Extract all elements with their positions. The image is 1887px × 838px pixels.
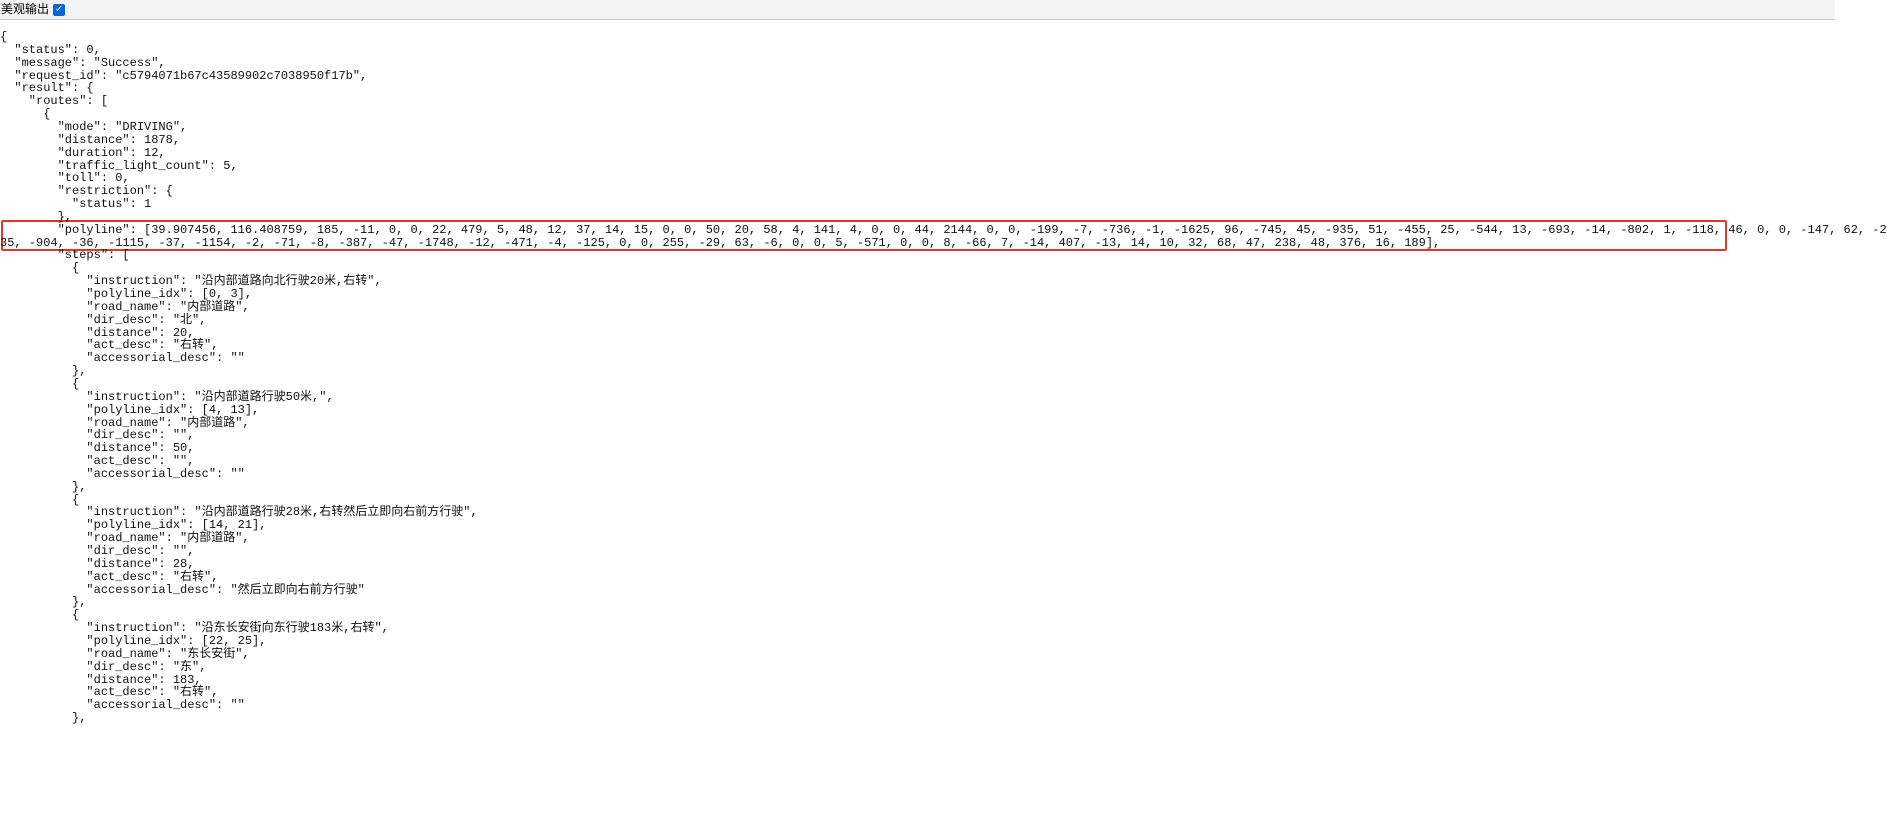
json-line: "instruction": "沿内部道路向北行驶20米,右转",	[0, 274, 382, 289]
json-line: "instruction": "沿内部道路行驶28米,右转然后立即向右前方行驶"…	[0, 505, 478, 520]
json-line: "polyline": [39.907456, 116.408759, 185,…	[0, 222, 1887, 237]
json-line: "distance": 1878,	[0, 132, 181, 147]
json-line: "polyline_idx": [0, 3],	[0, 287, 253, 301]
json-line: "toll": 0,	[0, 171, 130, 186]
checkmark-icon: ✓	[54, 3, 64, 15]
json-line: "status": 1	[0, 197, 152, 212]
json-line: {	[0, 376, 80, 391]
json-line: },	[0, 209, 73, 224]
json-line: "result": {	[0, 81, 94, 96]
json-line: {	[0, 492, 80, 507]
json-line: {	[0, 608, 80, 623]
pretty-print-checkbox[interactable]: ✓	[53, 3, 66, 16]
json-line: "mode": "DRIVING",	[0, 119, 188, 134]
json-line: "traffic_light_count": 5,	[0, 158, 238, 173]
json-line: "polyline_idx": [14, 21],	[0, 518, 267, 533]
json-line: "distance": 50,	[0, 441, 195, 456]
json-line: "road_name": "东长安街",	[0, 646, 250, 661]
json-line: "dir_desc": "北",	[0, 312, 207, 327]
json-line: "status": 0,	[0, 42, 101, 57]
json-line: "act_desc": "右转",	[0, 685, 219, 700]
json-line: "instruction": "沿东长安街向东行驶183米,右转",	[0, 621, 389, 636]
json-line: "accessorial_desc": ""	[0, 351, 245, 366]
json-line: "dir_desc": "",	[0, 544, 195, 558]
json-line: "act_desc": "",	[0, 454, 195, 469]
json-line: "road_name": "内部道路",	[0, 299, 250, 314]
json-line: "distance": 28,	[0, 556, 195, 571]
json-line: {	[0, 30, 8, 44]
json-line: "message": "Success",	[0, 55, 166, 70]
json-line: "road_name": "内部道路",	[0, 531, 250, 546]
json-line: "polyline_idx": [4, 13],	[0, 402, 260, 417]
json-line: "accessorial_desc": "然后立即向右前方行驶"	[0, 582, 365, 597]
json-line: "restriction": {	[0, 184, 173, 199]
json-line: "polyline_idx": [22, 25],	[0, 633, 267, 648]
json-line: 35, -904, -36, -1115, -37, -1154, -2, -7…	[0, 235, 1441, 250]
json-line: "request_id": "c5794071b67c43589902c7038…	[0, 68, 368, 83]
json-line: {	[0, 107, 51, 122]
json-line: },	[0, 595, 87, 610]
json-line: },	[0, 479, 87, 494]
json-line: "instruction": "沿内部道路行驶50米,",	[0, 389, 334, 404]
json-line: "accessorial_desc": ""	[0, 698, 245, 713]
json-line: {	[0, 261, 80, 276]
json-line: "routes": [	[0, 94, 109, 109]
json-line: "act_desc": "右转",	[0, 569, 219, 584]
json-line: },	[0, 364, 87, 379]
pretty-print-label: 美观输出	[1, 2, 50, 16]
json-line: "accessorial_desc": ""	[0, 466, 245, 481]
json-line: "distance": 20,	[0, 325, 195, 340]
json-line: "duration": 12,	[0, 145, 166, 160]
json-line: },	[0, 711, 87, 726]
json-line: "dir_desc": "",	[0, 428, 195, 443]
json-viewer: { "status": 0, "message": "Success", "re…	[0, 20, 1887, 838]
json-line: "road_name": "内部道路",	[0, 415, 250, 430]
toolbar: 美观输出 ✓	[0, 0, 1835, 20]
json-line: "steps": [	[0, 248, 130, 263]
json-line: "distance": 183,	[0, 672, 202, 687]
json-line: "dir_desc": "东",	[0, 659, 207, 674]
json-line: "act_desc": "右转",	[0, 338, 219, 353]
